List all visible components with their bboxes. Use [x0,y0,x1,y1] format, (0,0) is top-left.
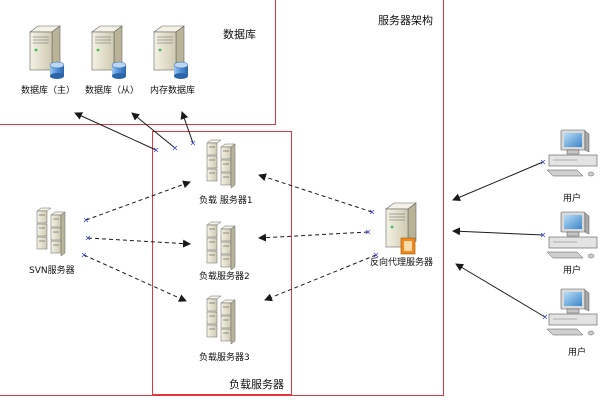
arrow-proxy-to-lb3 [264,254,377,302]
arrow-svn-to-lb3 [83,254,187,302]
connector-markers [81,140,548,320]
user-2-label: 用户 [563,266,582,276]
db-slave-label: 数据库（从） [85,86,140,96]
svn-server-label: SVN服务器 [29,266,75,276]
load-server-2-icon [206,221,236,271]
arrow-lb-to-memory-db [180,111,194,144]
load-balancer-group-title: 负载服务器 [229,378,284,391]
load-server-1-icon [206,139,236,189]
db-master-server-icon [29,25,65,80]
reverse-proxy-label: 反向代理服务器 [370,258,434,268]
arrow-user1-to-proxy [452,161,544,201]
arrow-proxy-to-lb1 [258,173,373,213]
arrow-lb-to-db-slave [131,112,176,149]
user-pc-3-icon [546,288,598,336]
load-server-3-icon [206,295,236,345]
user-3-label: 用户 [568,348,587,358]
arrow-lb-to-db-master [74,112,157,151]
load-server-1-label: 负载 服务器1 [199,196,253,206]
user-pc-2-icon [546,211,598,259]
server-architecture-frame [0,0,444,396]
database-group-frame [0,0,276,125]
user-pc-1-icon [546,129,598,177]
load-server-3-label: 负载服务器3 [199,353,250,363]
arrow-user3-to-proxy [455,263,546,318]
server-architecture-title: 服务器架构 [378,14,433,27]
db-master-label: 数据库（主） [21,86,76,96]
arrow-user2-to-proxy [452,227,544,236]
memory-db-server-icon [153,25,189,80]
load-balancer-group-frame [152,131,292,395]
reverse-proxy-server-icon [385,202,417,255]
user-1-label: 用户 [563,194,582,204]
arrow-proxy-to-lb2 [258,231,369,242]
svn-server-icon [36,207,66,257]
db-slave-server-icon [91,25,127,80]
arrow-svn-to-lb2 [87,237,191,248]
arrow-svn-to-lb1 [85,180,191,221]
database-group-title: 数据库 [223,28,256,41]
memory-db-label: 内存数据库 [150,86,196,96]
load-server-2-label: 负载服务器2 [199,272,250,282]
